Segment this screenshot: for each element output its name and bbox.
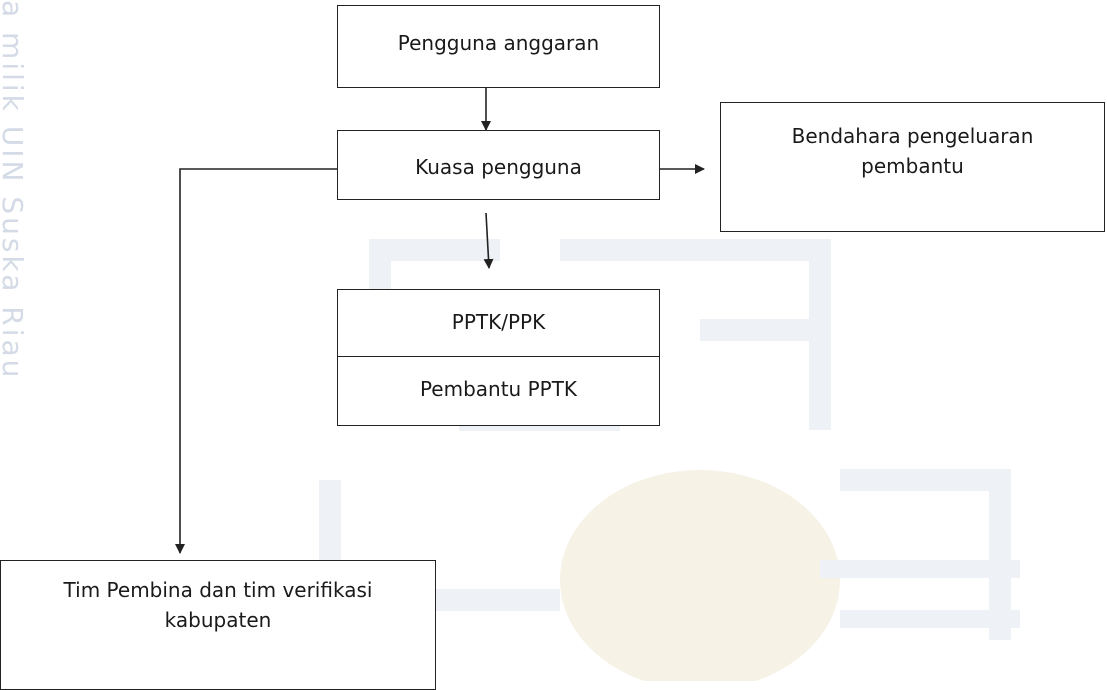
bendahara-label-line-2: pembantu	[861, 154, 964, 178]
tim-label-line-1: Tim Pembina dan tim verifikasi	[63, 578, 373, 602]
tim-pembina-box: Tim Pembina dan tim verifikasi kabupaten	[0, 560, 436, 690]
kuasa-pengguna-box: Kuasa pengguna	[337, 130, 660, 200]
pptk-cell: PPTK/PPK	[338, 290, 659, 357]
watermark-side-text: a milik UIN Suska Riau	[0, 0, 29, 381]
tim-label-line-2: kabupaten	[164, 608, 272, 632]
pptk-box: PPTK/PPK Pembantu PPTK	[337, 289, 660, 426]
pembantu-pptk-cell: Pembantu PPTK	[338, 357, 659, 424]
pengguna-anggaran-label: Pengguna anggaran	[397, 31, 600, 55]
arrow-kuasa-to-pptk	[483, 212, 494, 269]
bendahara-label-line-1: Bendahara pengeluaran	[791, 124, 1034, 148]
arrow-kuasa-to-tim	[175, 168, 337, 554]
bendahara-pengeluaran-box: Bendahara pengeluaran pembantu	[720, 102, 1105, 232]
pembantu-pptk-label: Pembantu PPTK	[419, 377, 578, 401]
pengguna-anggaran-box: Pengguna anggaran	[337, 5, 660, 88]
kuasa-pengguna-label: Kuasa pengguna	[415, 155, 582, 179]
pptk-label: PPTK/PPK	[451, 310, 546, 334]
